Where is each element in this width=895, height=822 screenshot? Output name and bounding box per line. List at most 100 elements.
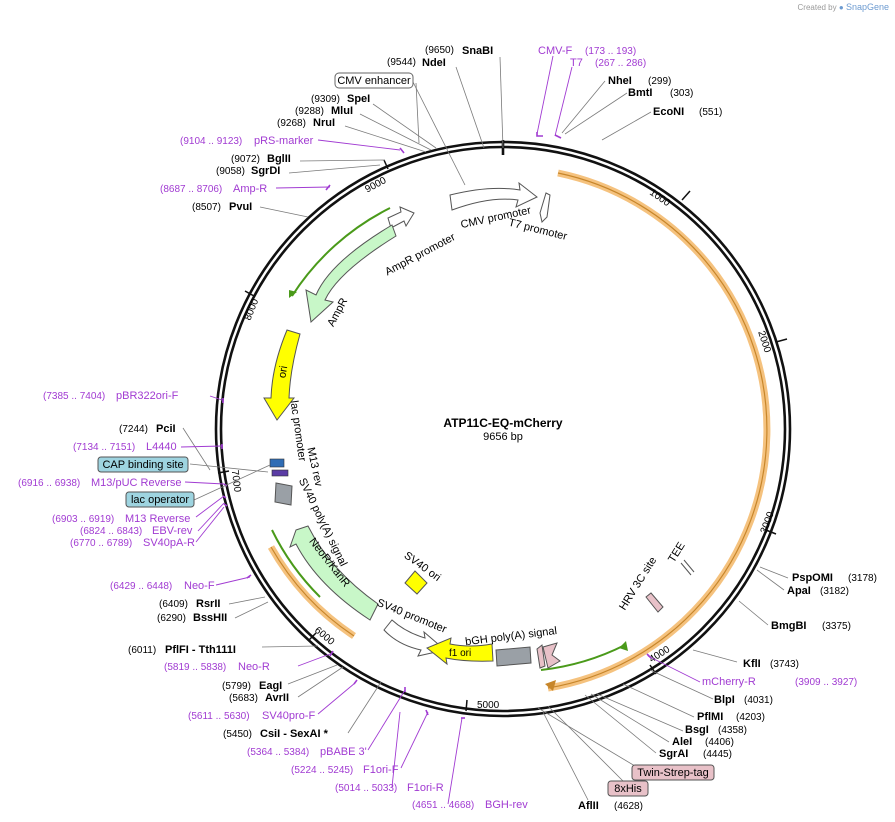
enzyme-pos-econi: (551) xyxy=(699,107,722,118)
ampr-promoter-label: AmpR promoter xyxy=(383,231,457,278)
enzyme-pos-mlui: (9288) xyxy=(295,106,324,117)
tee-mark-1 xyxy=(683,559,695,573)
enzyme-name-bglii: BglII xyxy=(267,153,291,165)
primer-range-pbabe-3: (5364 .. 5384) xyxy=(247,747,309,758)
tick-label-7000: 7000 xyxy=(229,469,243,493)
enzyme-pos-pflmi: (4203) xyxy=(736,712,765,723)
enzyme-pos-bglii: (9072) xyxy=(231,154,260,165)
enzyme-name-snabi: SnaBI xyxy=(462,45,493,57)
primer-range-cmv-f: (173 .. 193) xyxy=(585,46,636,57)
enzyme-leader-lines xyxy=(182,56,789,801)
tick-label-6000: 6000 xyxy=(312,625,336,648)
enzyme-pos-kfli: (3743) xyxy=(770,659,799,670)
primer-range-pbr322ori-f: (7385 .. 7404) xyxy=(43,391,105,402)
enzyme-name-rsrii: RsrII xyxy=(196,598,220,610)
insert-arc-line xyxy=(547,172,768,689)
enzyme-name-alei: AleI xyxy=(672,736,692,748)
enzyme-name-sgrai: SgrAI xyxy=(659,748,688,760)
t7-promoter-label: T7 promoter xyxy=(507,217,568,243)
primer-name-bgh-rev: BGH-rev xyxy=(485,799,528,811)
enzyme-name-bmgbi: BmgBI xyxy=(771,620,806,632)
primer-name-neo-r: Neo-R xyxy=(238,661,270,673)
primer-range-sv40pa-r: (6770 .. 6789) xyxy=(70,538,132,549)
hrv-3c-site-block xyxy=(645,592,664,613)
primer-name-prs-marker: pRS-marker xyxy=(254,135,314,147)
enzyme-pos-ndei: (9544) xyxy=(387,57,416,68)
enzyme-labels-left: (9650) SnaBI (9544) NdeI (9309) SpeI (92… xyxy=(119,45,493,740)
enzyme-name-nrui: NruI xyxy=(313,117,335,129)
cap-binding-site-box xyxy=(97,456,189,473)
primer-range-bgh-rev: (4651 .. 4668) xyxy=(412,800,474,811)
enzyme-pos-spei: (9309) xyxy=(311,94,340,105)
sv40-ori-block xyxy=(404,570,428,595)
primer-name-m13-reverse: M13 Reverse xyxy=(125,513,190,525)
lac-operator-box xyxy=(125,491,195,508)
enzyme-name-pflfi: PflFI - Tth111I xyxy=(165,644,236,656)
enzyme-pos-pflfi: (6011) xyxy=(128,645,156,656)
primer-range-neo-r: (5819 .. 5838) xyxy=(164,662,226,673)
primer-name-f1ori-r: F1ori-R xyxy=(407,782,444,794)
enzyme-pos-nhei: (299) xyxy=(648,76,671,87)
primer-name-f1ori-f: F1ori-F xyxy=(363,764,399,776)
enzyme-name-aflii: AflII xyxy=(578,800,599,812)
enzyme-name-pcii: PciI xyxy=(156,423,176,435)
enzyme-pos-aflii: (4628) xyxy=(614,801,643,812)
ori-arrow xyxy=(263,329,301,421)
tick-8000 xyxy=(244,290,255,297)
enzyme-name-pvui: PvuI xyxy=(229,201,252,213)
brand-prefix: Created by xyxy=(797,3,837,12)
tick-3000 xyxy=(765,529,777,535)
bgh-polya-label: bGH poly(A) signal xyxy=(465,625,558,648)
enzyme-pos-sgrai: (4445) xyxy=(703,749,732,760)
primer-range-amp-r: (8687 .. 8706) xyxy=(160,184,222,195)
bgh-polya-block xyxy=(495,646,532,667)
his-tag-box xyxy=(607,780,649,797)
primer-range-f1ori-r: (5014 .. 5033) xyxy=(335,783,397,794)
tick-1000 xyxy=(681,190,691,201)
primer-name-l4440: L4440 xyxy=(146,441,177,453)
primer-labels: CMV-F (173 .. 193) T7 (267 .. 286) (9104… xyxy=(18,45,857,811)
orf-arc-mcherry xyxy=(540,644,626,671)
primer-range-l4440: (7134 .. 7151) xyxy=(73,442,135,453)
enzyme-name-mlui: MluI xyxy=(331,105,353,117)
enzyme-name-bsgi: BsgI xyxy=(685,724,709,736)
enzyme-pos-bsgi: (4358) xyxy=(718,725,747,736)
enzyme-name-kfli: KflI xyxy=(743,658,761,670)
neor-kanr-arrow xyxy=(289,525,379,621)
his-tag-label: 8xHis xyxy=(614,783,642,795)
twin-strep-tag-label: Twin-Strep-tag xyxy=(637,767,709,779)
orf-arc-ampr-head xyxy=(289,290,297,298)
primer-name-mcherry-r: mCherry-R xyxy=(702,676,756,688)
lac-operator-label: lac operator xyxy=(131,494,189,506)
primer-range-sv40pro-f: (5611 .. 5630) xyxy=(188,711,250,722)
enzyme-name-avrii: AvrII xyxy=(265,692,289,704)
tick-label-9000: 9000 xyxy=(363,175,388,195)
enzyme-name-ndei: NdeI xyxy=(422,57,446,69)
brand-name: SnapGene xyxy=(845,2,889,12)
enzyme-pos-avrii: (5683) xyxy=(229,693,258,704)
enzyme-pos-csii: (5450) xyxy=(223,729,252,740)
primer-name-ebv-rev: EBV-rev xyxy=(152,525,193,537)
primer-name-pbr322ori-f: pBR322ori-F xyxy=(116,390,179,402)
enzyme-name-pflmi: PflMI xyxy=(697,711,723,723)
primer-range-prs-marker: (9104 .. 9123) xyxy=(180,136,242,147)
tee-mark-2 xyxy=(680,562,692,576)
cap-binding-site-label: CAP binding site xyxy=(102,459,183,471)
primer-range-mcherry-r: (3909 .. 3927) xyxy=(795,677,857,688)
cap-site-block xyxy=(271,469,289,477)
enzyme-name-sgrdi: SgrDI xyxy=(251,165,280,177)
enzyme-name-spei: SpeI xyxy=(347,93,370,105)
primer-name-pbabe-3: pBABE 3' xyxy=(320,746,367,758)
orf-arc-neo xyxy=(271,529,321,598)
primer-name-t7: T7 xyxy=(570,57,583,69)
ampr-arrow xyxy=(305,224,397,323)
enzyme-pos-apai: (3182) xyxy=(820,586,849,597)
enzyme-name-eagi: EagI xyxy=(259,680,282,692)
enzyme-pos-bsshii: (6290) xyxy=(157,613,186,624)
enzyme-name-apai: ApaI xyxy=(787,585,811,597)
tick-5000 xyxy=(465,699,468,712)
enzyme-pos-blpi: (4031) xyxy=(744,695,773,706)
tick-7000 xyxy=(217,470,230,474)
primer-name-sv40pro-f: SV40pro-F xyxy=(262,710,315,722)
boxed-labels: CMV enhancer CAP binding site lac operat… xyxy=(97,72,715,797)
